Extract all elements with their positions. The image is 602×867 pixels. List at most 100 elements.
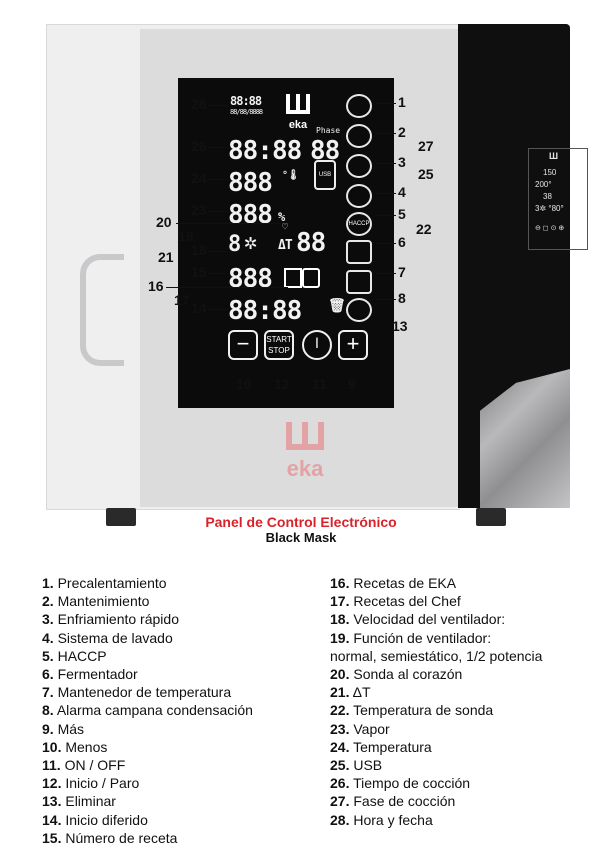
eka-logo-text: eka [287, 456, 324, 481]
leader-18 [208, 251, 228, 252]
chef-recipes-icon [302, 268, 320, 288]
foot-right [476, 508, 506, 526]
mini-logo: Ш [549, 151, 559, 161]
mini-control-panel: Ш 150 200° 38 3✲ °80° ⊖ ◻ ⊙ ⊕ [528, 148, 588, 250]
proofer-icon[interactable] [346, 240, 372, 264]
mini-buttons: ⊖ ◻ ⊙ ⊕ [535, 225, 565, 232]
legend-item-label: Fermentador [57, 666, 138, 683]
legend-item-label: Eliminar [65, 793, 116, 810]
clock-display: 88:88 [230, 94, 262, 108]
legend-item-number: 20. [330, 666, 350, 683]
caption-title: Panel de Control Electrónico [205, 514, 397, 530]
legend-item-number: 13. [42, 793, 62, 810]
legend-item-label: Precalentamiento [57, 575, 167, 591]
eka-recipes-icon [284, 268, 302, 288]
plus-button[interactable]: + [338, 330, 368, 360]
legend-item-label: normal, semiestático, 1/2 potencia [330, 647, 543, 664]
legend-item-label: Mantenimiento [57, 593, 150, 610]
legend-item-label: Función de ventilador: [353, 629, 492, 646]
washing-icon[interactable] [346, 184, 372, 208]
legend-item: 11. ON / OFF [42, 756, 253, 774]
legend-item-label: Tiempo de cocción [353, 775, 471, 792]
svg-text:eka: eka [289, 119, 308, 131]
date-display: 88/88/8888 [230, 108, 263, 116]
legend-item-label: Sonda al corazón [353, 666, 463, 683]
door-handle [80, 254, 124, 366]
legend-item-label: Vapor [353, 720, 390, 737]
foot-left [106, 508, 136, 526]
vapor-percent: % [278, 210, 285, 224]
legend-item-number: 26. [330, 775, 350, 792]
display-panel: 88:88 88/88/8888 eka Phase 88:88 88 888 … [178, 78, 394, 408]
callout-21: 21 [158, 249, 174, 265]
start-stop-button[interactable]: START STOP [264, 330, 294, 360]
holding-cabinet-icon[interactable] [346, 270, 372, 294]
callout-11: 11 [312, 376, 327, 392]
legend-item-number: 12. [42, 775, 62, 792]
minus-button[interactable]: − [228, 330, 258, 360]
callout-10: 10 [236, 376, 252, 392]
legend-item: 25. USB [330, 756, 542, 774]
legend-item: 5. HACCP [42, 647, 253, 665]
usb-icon: USB [314, 160, 336, 190]
callout-9: 9 [348, 376, 356, 392]
legend-item: 20. Sonda al corazón [330, 665, 542, 683]
hold-icon[interactable] [346, 124, 372, 148]
callout-4: 4 [398, 184, 406, 200]
legend-item-label: Fase de cocción [353, 793, 456, 810]
legend-item-number: 3. [42, 611, 54, 628]
legend-item-number: 5. [42, 647, 54, 664]
callout-8: 8 [398, 290, 406, 306]
leader-28 [208, 105, 228, 106]
legend-item-label: Temperatura [353, 738, 432, 755]
haccp-icon[interactable]: HACCP [346, 212, 372, 236]
legend-item-label: Número de receta [65, 829, 178, 846]
leader-5 [376, 215, 396, 216]
legend-item-number: 28. [330, 811, 350, 828]
condensation-hood-icon[interactable] [346, 298, 372, 322]
leader-16 [166, 287, 288, 288]
legend-item: 26. Tiempo de cocción [330, 774, 542, 792]
preheat-icon[interactable] [346, 94, 372, 118]
leader-15 [208, 273, 228, 274]
legend-item-number: 21. [330, 684, 350, 701]
delayed-start-display: 88:88 [228, 296, 302, 326]
legend-item: 18. Velocidad del ventilador: [330, 610, 542, 628]
legend-item-number: 25. [330, 757, 350, 774]
legend-item-label: Temperatura de sonda [353, 702, 494, 719]
callout-18: 18 [191, 242, 207, 258]
stop-label: STOP [268, 346, 290, 355]
callout-17: 17 [174, 292, 190, 308]
eka-logo-panel: eka [286, 94, 310, 131]
power-button[interactable]: ⏽ [302, 330, 332, 360]
legend-item-number: 6. [42, 666, 54, 683]
legend-item-label: Mantenedor de temperatura [57, 684, 232, 701]
callout-24: 24 [191, 170, 207, 186]
legend-item-label: Alarma campana condensación [56, 702, 253, 719]
rapid-cooling-icon[interactable] [346, 154, 372, 178]
callout-28: 28 [191, 96, 207, 112]
caption-subtitle: Black Mask [265, 530, 337, 545]
mini-time: 150 [543, 168, 557, 177]
callout-5: 5 [398, 206, 406, 222]
callout-2: 2 [398, 124, 406, 140]
delta-t-icon: ΔT [278, 238, 293, 253]
leader-20 [176, 223, 280, 224]
fan-icon: ✲ [244, 230, 257, 255]
callout-22: 22 [416, 221, 432, 237]
leader-7 [376, 273, 396, 274]
legend-item: 28. Hora y fecha [330, 811, 542, 829]
leader-14 [208, 309, 228, 310]
legend-item-label: USB [353, 757, 383, 774]
callout-15: 15 [191, 264, 207, 280]
legend-item: 19. Función de ventilador: [330, 629, 542, 647]
legend-item-number: 22. [330, 702, 350, 719]
legend-item: 12. Inicio / Paro [42, 774, 253, 792]
legend-item-label: Menos [65, 738, 108, 755]
recipe-number-display: 888 [228, 264, 273, 294]
legend-item: 1. Precalentamiento [42, 574, 253, 592]
legend-item-label: Más [57, 720, 85, 737]
legend-item-label: Velocidad del ventilador: [353, 611, 506, 628]
